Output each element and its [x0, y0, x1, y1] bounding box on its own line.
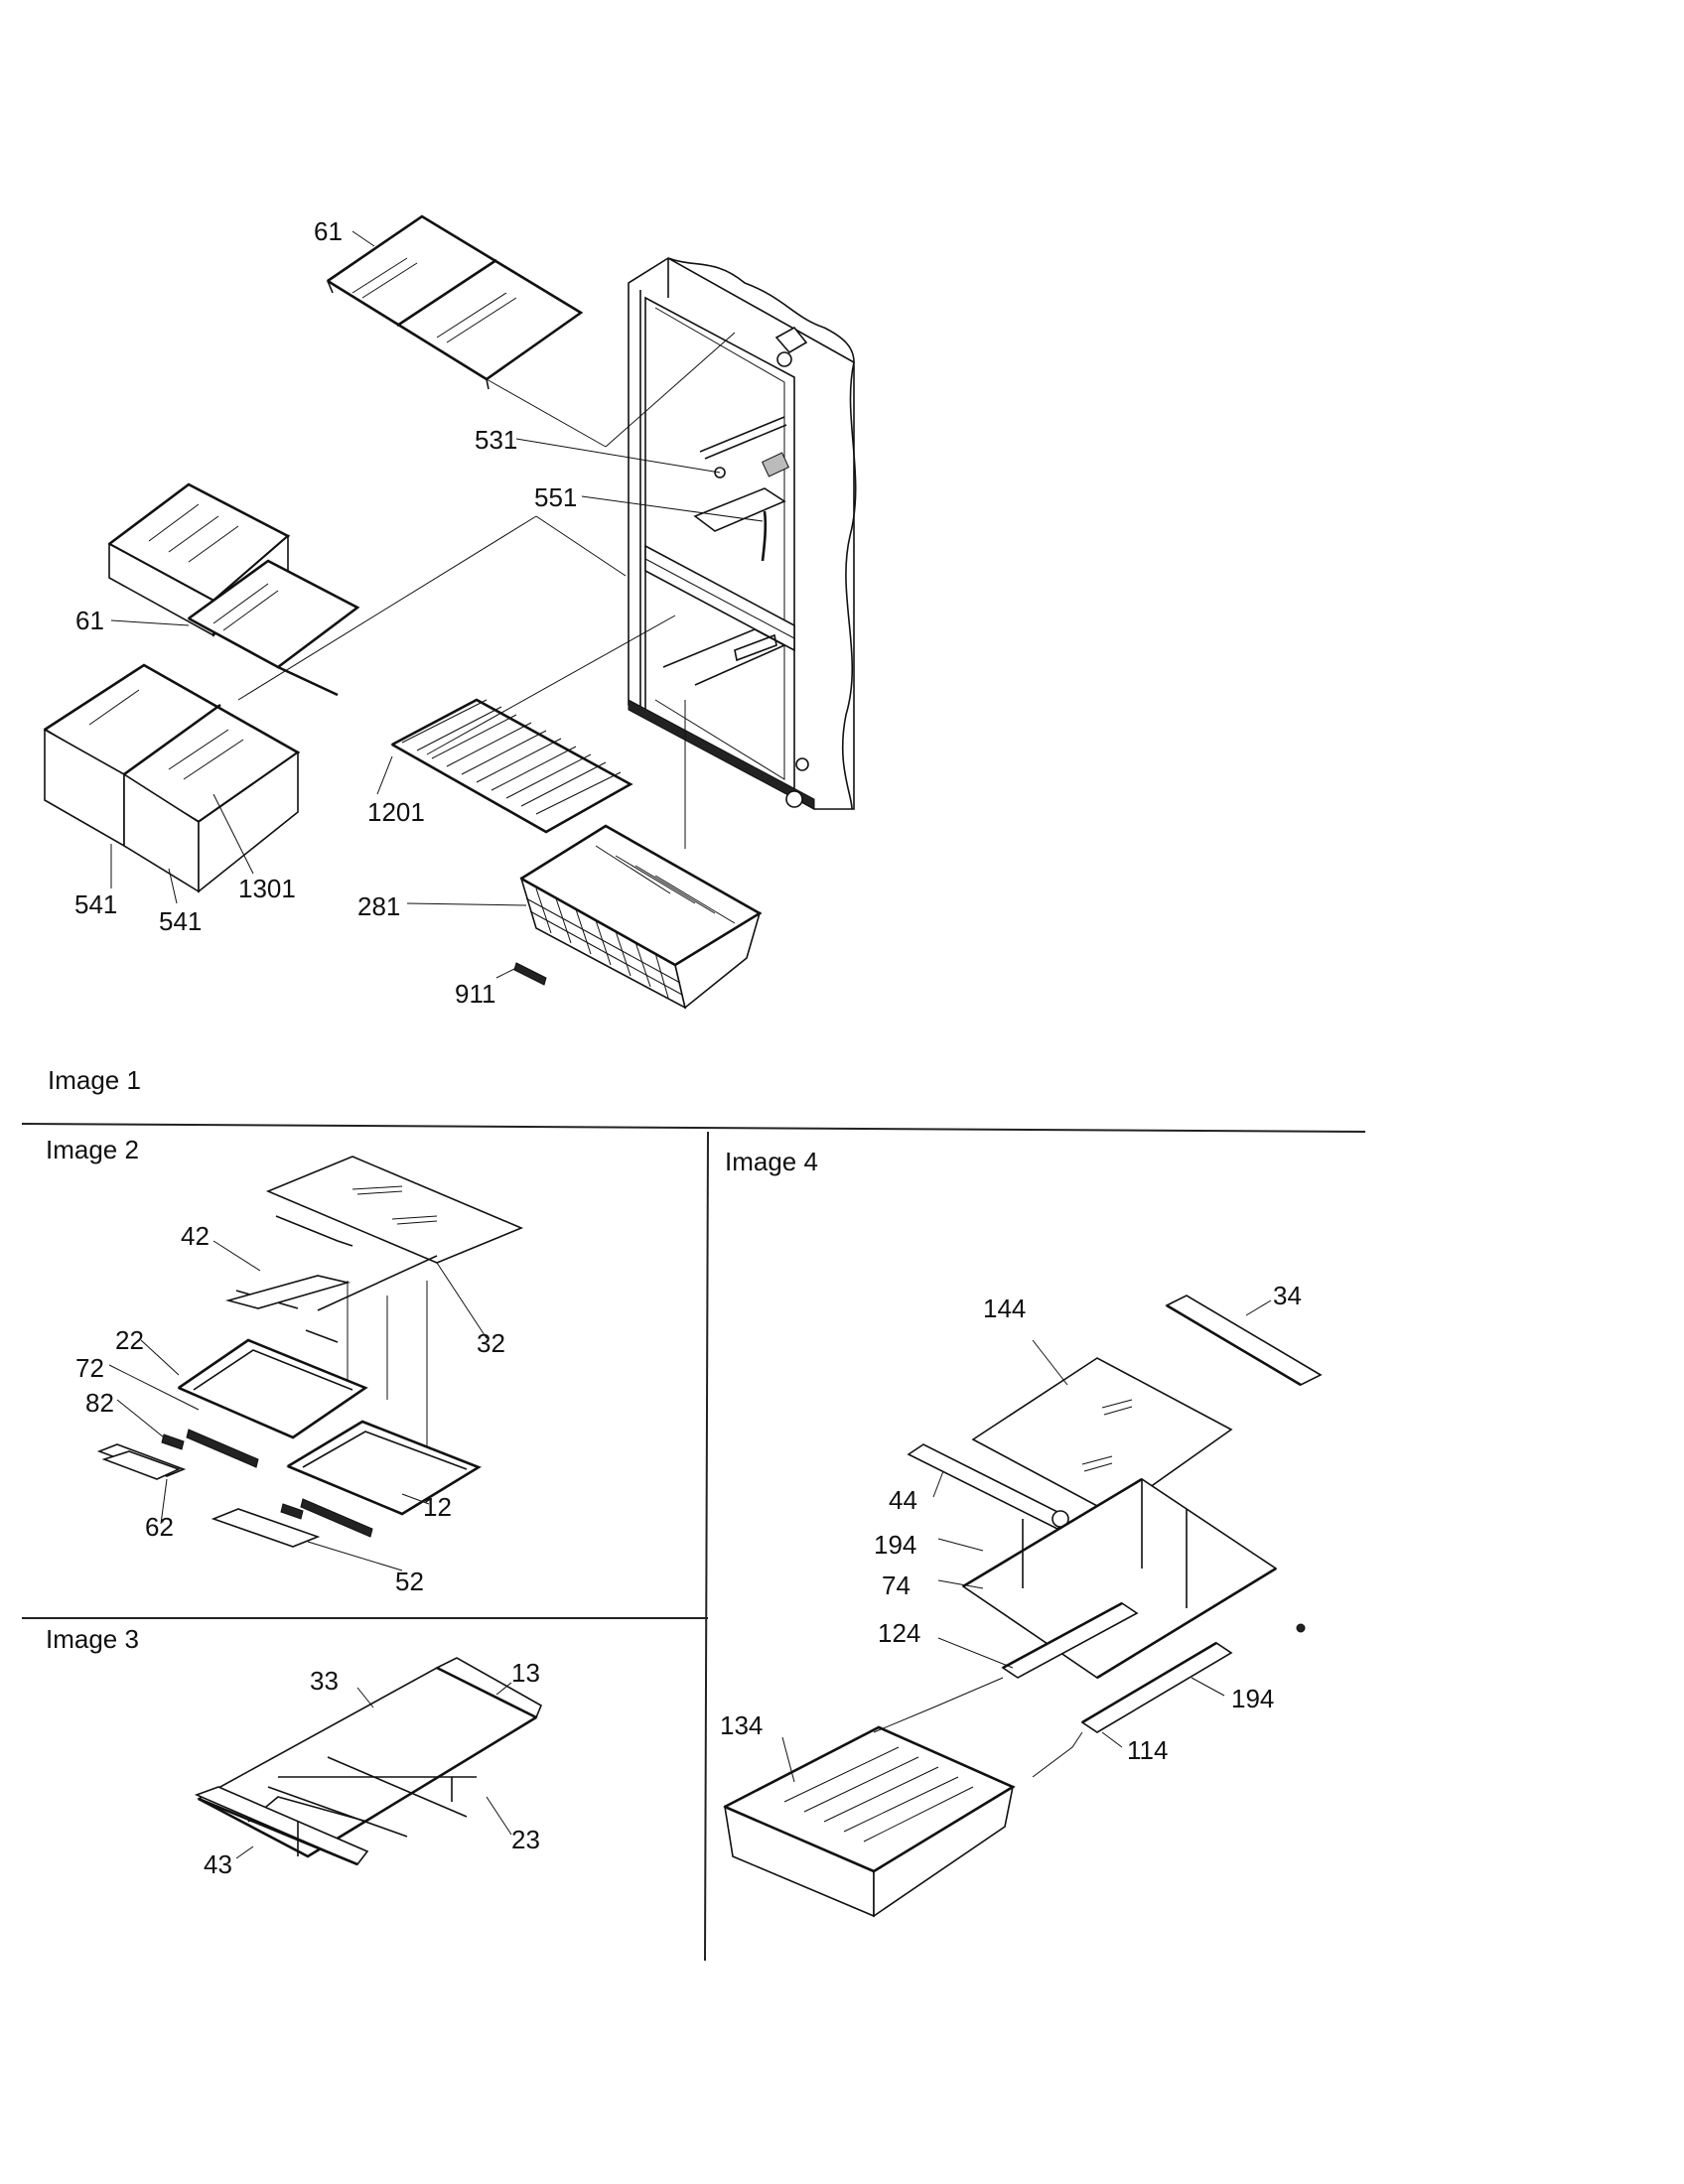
image3-shelf-frame	[197, 1658, 541, 1864]
callout-281: 281	[357, 891, 401, 921]
panel-frame-lines	[22, 1124, 1365, 1961]
glass-shelf-61-top	[328, 216, 581, 389]
callout-911: 911	[455, 979, 496, 1009]
callout-1301: 1301	[238, 874, 296, 903]
callout-34: 34	[1273, 1281, 1302, 1310]
callout-12: 12	[423, 1492, 452, 1522]
image2-shelf-assembly	[99, 1157, 521, 1547]
callout-43: 43	[204, 1849, 232, 1879]
callout-114: 114	[1127, 1735, 1169, 1765]
callout-144: 144	[983, 1294, 1027, 1323]
image4-leader-lines	[782, 1300, 1271, 1782]
wire-basket-281	[521, 826, 760, 1008]
callout-61-top-shelf: 61	[314, 216, 343, 246]
callout-52: 52	[395, 1567, 424, 1596]
glass-shelf-61-middle	[189, 561, 357, 695]
caption-image-4: Image 4	[725, 1147, 818, 1176]
callout-82: 82	[85, 1388, 114, 1418]
image4-crisper-assembly	[725, 1296, 1321, 1916]
image1-leader-lines	[111, 231, 763, 978]
callout-531: 531	[475, 425, 518, 455]
image2-leader-lines	[109, 1241, 487, 1570]
callout-32: 32	[477, 1328, 505, 1358]
callout-44: 44	[889, 1485, 917, 1515]
caption-image-1: Image 1	[48, 1065, 141, 1095]
callout-124: 124	[878, 1618, 921, 1648]
callout-194-lower: 194	[1231, 1684, 1275, 1713]
caption-image-2: Image 2	[46, 1135, 139, 1164]
refrigerator-cabinet	[629, 258, 856, 809]
callout-541-right: 541	[159, 906, 203, 936]
image3-leader-lines	[236, 1683, 511, 1858]
callout-74: 74	[882, 1570, 911, 1600]
callout-551: 551	[534, 482, 578, 512]
wire-shelf-1201	[392, 700, 631, 832]
caption-image-3: Image 3	[46, 1624, 139, 1654]
callout-22: 22	[115, 1325, 144, 1355]
callout-194-upper: 194	[874, 1530, 917, 1560]
callout-23: 23	[511, 1825, 540, 1854]
callout-134: 134	[720, 1710, 764, 1740]
callout-33: 33	[310, 1666, 339, 1696]
callout-61-middle-shelf: 61	[75, 606, 104, 635]
callout-72: 72	[75, 1353, 104, 1383]
callout-541-left: 541	[74, 889, 118, 919]
basket-divider-911	[514, 963, 546, 985]
callout-42: 42	[181, 1221, 210, 1251]
callout-13: 13	[511, 1658, 540, 1688]
crisper-drawers-541	[45, 665, 298, 891]
callout-62: 62	[145, 1512, 174, 1542]
callout-1201: 1201	[367, 797, 425, 827]
